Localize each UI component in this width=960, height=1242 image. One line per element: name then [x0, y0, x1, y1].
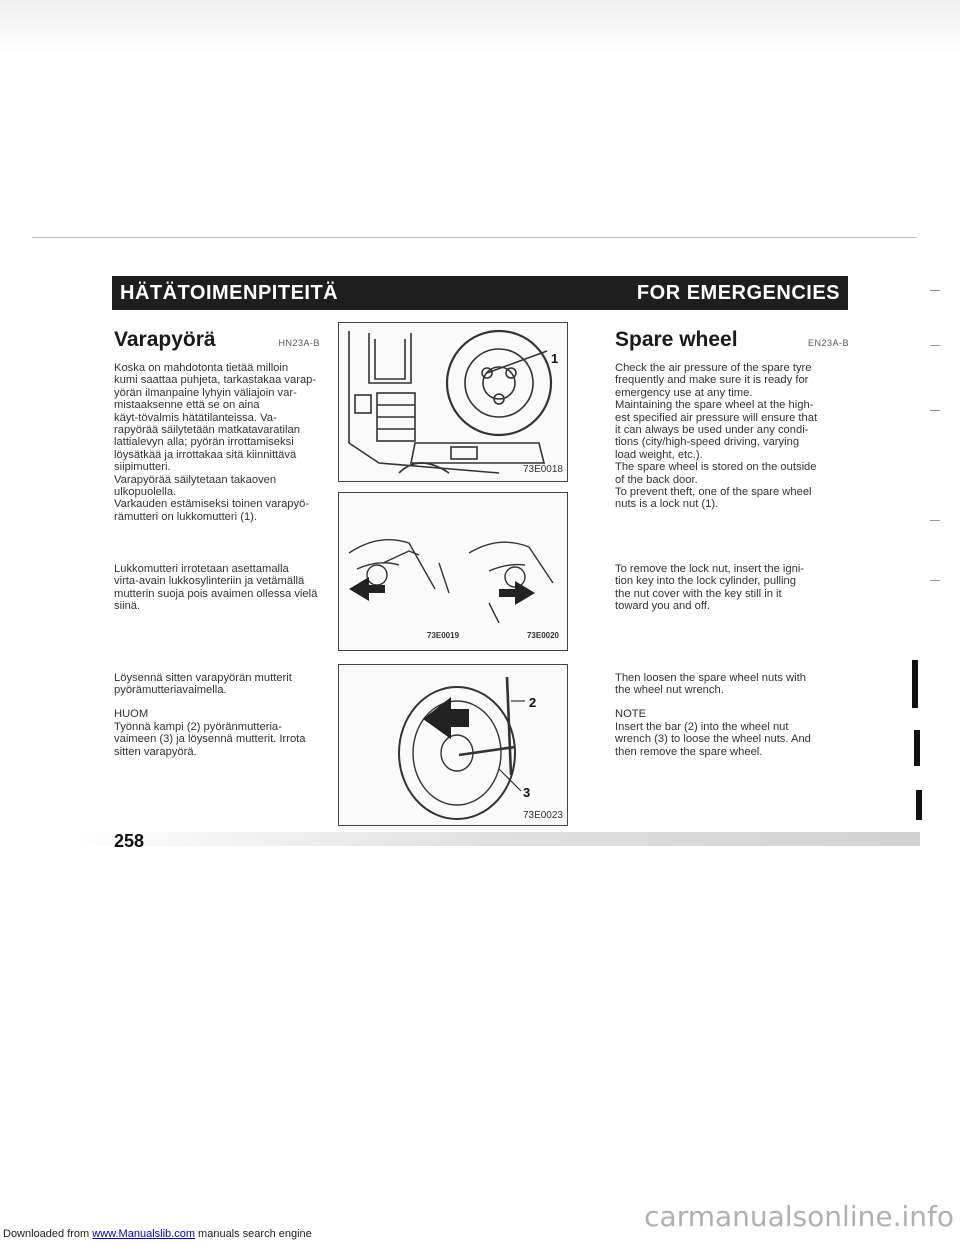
rotate-arrow-icon [423, 697, 469, 739]
figure-3-callout-bar: 2 [529, 695, 536, 710]
english-code: EN23A-B [807, 338, 849, 348]
footer-prefix: Downloaded from [3, 1228, 90, 1240]
section-header: HÄTÄTOIMENPITEITÄ FOR EMERGENCIES [112, 276, 848, 310]
finnish-code: HN23A-B [278, 338, 320, 348]
footer-link[interactable]: www.Manualslib.com [92, 1228, 195, 1240]
english-para-2: To remove the lock nut, insert the igni-… [615, 563, 805, 613]
finnish-para-1: Koska on mahdotonta tietää milloin kumi … [114, 362, 317, 523]
edge-tab-2 [914, 730, 920, 766]
figure-3-callout-wrench: 3 [523, 785, 530, 800]
finnish-column: Varapyörä HN23A-B [114, 328, 320, 352]
english-title: Spare wheel [615, 328, 738, 351]
arrow-left-icon [349, 577, 385, 601]
edge-tab-1 [912, 660, 918, 708]
finnish-para-2: Lukkomutteri irrotetaan asettamalla virt… [114, 563, 318, 613]
edge-mark-4 [930, 520, 940, 521]
edge-tab-3 [916, 790, 922, 820]
header-title-finnish: HÄTÄTOIMENPITEITÄ [120, 281, 339, 304]
watermark: carmanualsonline.info [644, 1200, 954, 1233]
english-note-text: Insert the bar (2) into the wheel nut wr… [615, 721, 811, 758]
english-column: Spare wheel EN23A-B [615, 328, 849, 352]
finnish-note-text: Työnnä kampi (2) pyöränmutteria- vaimeen… [114, 721, 306, 758]
finnish-note-label: HUOM [114, 708, 149, 720]
figure-1-illustration: 1 [348, 329, 558, 474]
page-number: 258 [114, 831, 144, 852]
figure-2-illustration [348, 538, 554, 624]
figure-2-code-left: 73E0019 [427, 631, 460, 640]
scan-bottom-shadow [60, 832, 920, 846]
footer-suffix: manuals search engine [198, 1228, 312, 1240]
arrow-right-icon [499, 581, 535, 605]
figure-spare-wheel-on-door: 1 73E0018 [338, 322, 568, 482]
figure-3-illustration: 2 3 [398, 676, 536, 820]
header-title-english: FOR EMERGENCIES [636, 281, 840, 304]
english-para-1: Check the air pressure of the spare tyre… [615, 362, 818, 511]
finnish-title: Varapyörä [114, 328, 216, 351]
figure-1-callout: 1 [551, 351, 558, 366]
edge-mark-1 [930, 290, 940, 291]
edge-mark-5 [930, 580, 940, 581]
edge-mark-3 [930, 410, 940, 411]
figure-wheel-nut-wrench: 2 3 73E0023 [338, 664, 568, 826]
finnish-para-3: Löysennä sitten varapyörän mutterit pyör… [114, 672, 292, 697]
edge-mark-2 [930, 345, 940, 346]
english-note-label: NOTE [615, 708, 647, 720]
download-footer: Downloaded from www.Manualslib.com manua… [3, 1228, 312, 1240]
figure-3-code: 73E0023 [522, 810, 563, 821]
figure-1-code: 73E0018 [522, 464, 563, 475]
figure-2-code-right: 73E0020 [526, 631, 559, 640]
figure-lock-nut-removal: 73E0019 73E0020 [338, 492, 568, 651]
english-para-3: Then loosen the spare wheel nuts with th… [615, 672, 806, 697]
top-rule [32, 237, 917, 238]
scan-shade [0, 0, 960, 60]
